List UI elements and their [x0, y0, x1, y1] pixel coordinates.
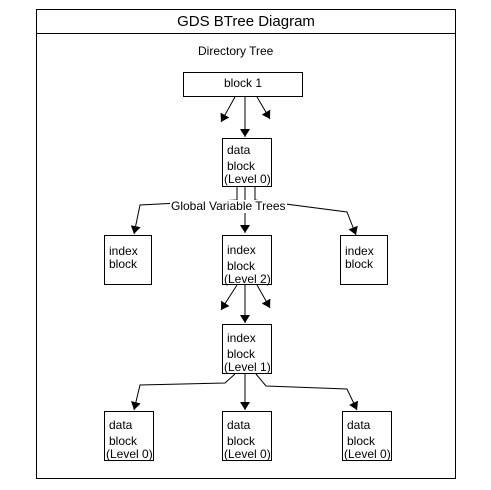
node-line: block — [227, 159, 256, 173]
node-line: data — [109, 418, 133, 432]
node-line: data — [347, 418, 371, 432]
node-line: block — [227, 434, 256, 448]
node-line: block — [109, 434, 138, 448]
index-block-left-node: index block — [104, 235, 152, 285]
node-level: (Level 1) — [224, 360, 271, 374]
node-level: (Level 0) — [224, 447, 271, 461]
node-line: data — [227, 418, 251, 432]
node-line: block — [227, 259, 256, 273]
arrow-l1-to-data-right — [255, 373, 359, 411]
diagram-title: GDS BTree Diagram — [37, 10, 455, 34]
node-line: data — [227, 143, 251, 157]
node-line: block — [347, 434, 376, 448]
directory-tree-label: Directory Tree — [198, 44, 274, 58]
node-line: block — [109, 257, 138, 271]
node-line: index — [227, 331, 256, 345]
node-level: (Level 0) — [106, 447, 153, 461]
arrow-block1-right — [256, 96, 271, 120]
arrow-l2-right — [256, 284, 271, 309]
diagram-frame: GDS BTree Diagram — [36, 9, 456, 479]
index-block-level1-node: index block (Level 1) — [222, 324, 272, 374]
node-line: index — [109, 244, 138, 258]
data-block-left-node: data block (Level 0) — [104, 411, 154, 461]
data-block-right-node: data block (Level 0) — [342, 411, 392, 461]
directory-data-block-node: data block (Level 0) — [222, 138, 272, 187]
block-1-label: block 1 — [223, 76, 263, 90]
arrow-l2-left — [220, 284, 238, 311]
block-1-node: block 1 — [183, 72, 303, 97]
node-line: index — [345, 244, 374, 258]
node-level: (Level 0) — [224, 172, 271, 186]
index-block-right-node: index block — [340, 235, 388, 285]
data-block-center-node: data block (Level 0) — [222, 411, 272, 461]
arrow-block1-left — [220, 96, 236, 123]
node-line: block — [345, 257, 374, 271]
arrow-l1-to-data-left — [131, 373, 236, 411]
arrow-dir-to-index-right — [254, 187, 358, 236]
node-line: index — [227, 243, 256, 257]
node-level: (Level 0) — [344, 447, 391, 461]
node-level: (Level 2) — [224, 272, 271, 286]
index-block-level2-node: index block (Level 2) — [222, 235, 272, 286]
node-line: block — [227, 347, 256, 361]
global-variable-trees-label: Global Variable Trees — [170, 199, 287, 213]
